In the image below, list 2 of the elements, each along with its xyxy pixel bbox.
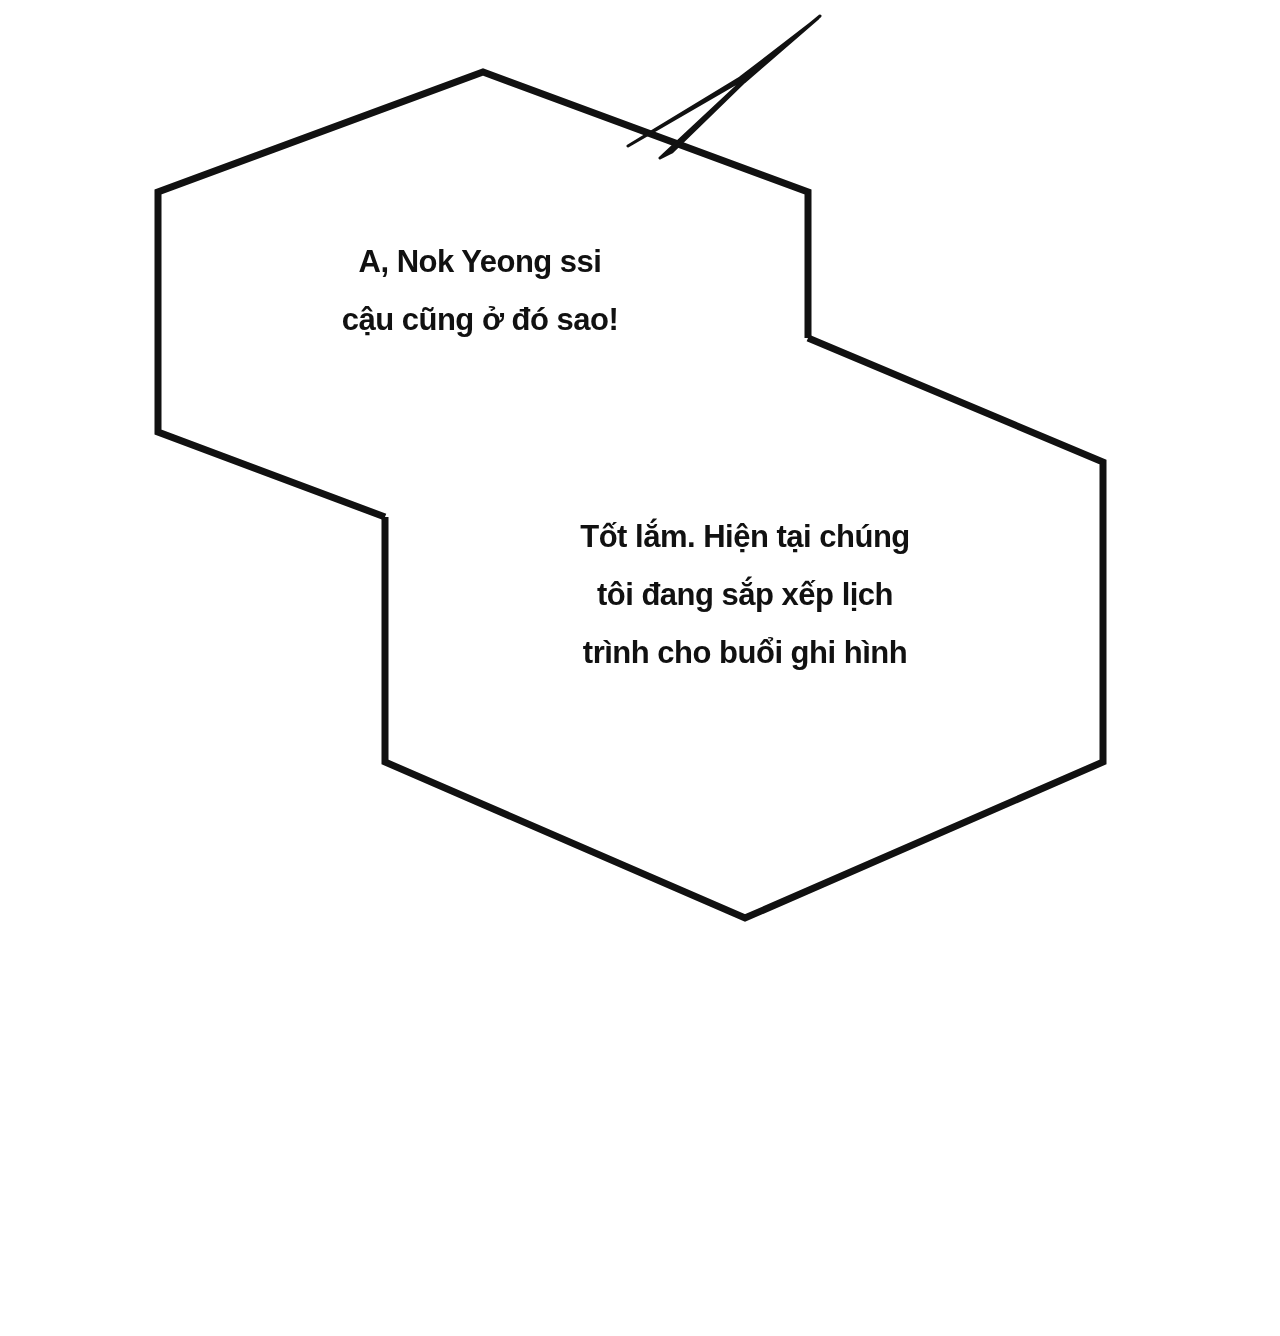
dialogue-text: A, Nok Yeong ssi cậu cũng ở đó sao! (340, 243, 620, 339)
dialogue-text: Tốt lắm. Hiện tại chúng tôi đang sắp xếp lịch trình cho buổi ghi hình (579, 517, 911, 672)
